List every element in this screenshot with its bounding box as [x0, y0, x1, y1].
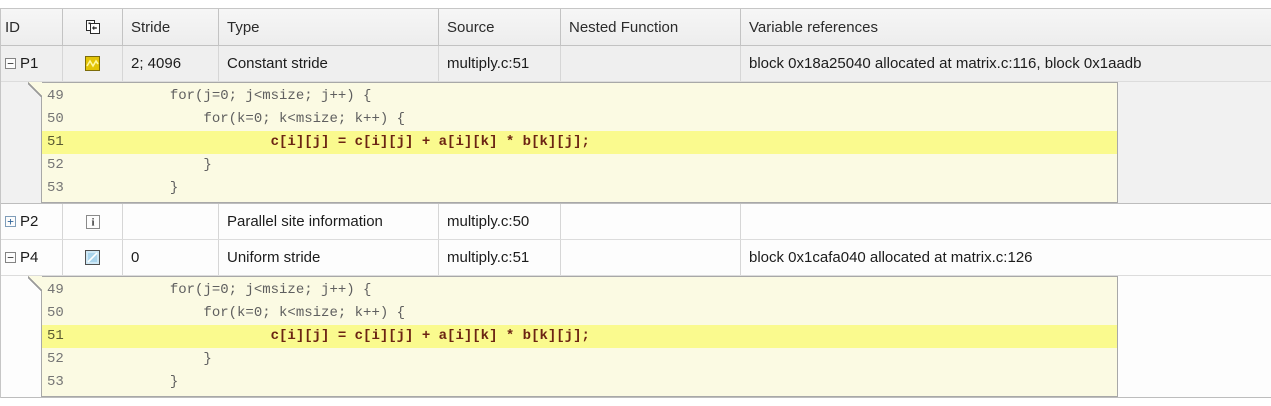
cell-source: multiply.c:50: [439, 204, 561, 239]
cell-varrefs-text: block 0x1cafa040 allocated at matrix.c:1…: [749, 249, 1033, 266]
cell-stride-text: 2; 4096: [131, 55, 182, 72]
line-number: 53: [47, 374, 64, 390]
source-code-panel: 49 for(j=0; j<msize; j++) {50 for(k=0; k…: [28, 276, 1118, 397]
cell-type-text: Uniform stride: [227, 249, 321, 266]
code-text: for(k=0; k<msize; k++) {: [69, 111, 406, 127]
cell-source-text: multiply.c:50: [447, 213, 530, 230]
cell-type-text: Parallel site information: [227, 213, 383, 230]
line-number: 51: [47, 134, 64, 150]
column-header-label-nested: Nested Function: [569, 18, 679, 36]
expand-icon[interactable]: +: [5, 216, 16, 227]
table-row-p4[interactable]: −P4 0 Uniform stride multiply.c:51 block 0x1…: [1, 240, 1271, 276]
column-header-nested[interactable]: Nested Function: [561, 9, 741, 45]
line-number: 51: [47, 328, 64, 344]
code-line: 53 }: [42, 177, 1117, 200]
cell-icon: [63, 46, 123, 81]
code-text: for(j=0; j<msize; j++) {: [69, 88, 372, 104]
code-text: }: [69, 374, 179, 390]
code-text: c[i][j] = c[i][j] + a[i][k] * b[k][j];: [69, 134, 590, 150]
column-header-stride[interactable]: Stride: [123, 9, 219, 45]
code-text: c[i][j] = c[i][j] + a[i][k] * b[k][j];: [69, 328, 590, 344]
line-number: 53: [47, 180, 64, 196]
cell-stride: 2; 4096: [123, 46, 219, 81]
svg-text:i: i: [91, 217, 94, 228]
collapse-icon[interactable]: −: [5, 58, 16, 69]
cell-nested: [561, 204, 741, 239]
code-line: 49 for(j=0; j<msize; j++) {: [42, 85, 1117, 108]
line-number: 52: [47, 351, 64, 367]
code-line: 50 for(k=0; k<msize; k++) {: [42, 302, 1117, 325]
highlighted-code-line: 51 c[i][j] = c[i][j] + a[i][k] * b[k][j]…: [42, 131, 1117, 154]
column-header-label-type: Type: [227, 18, 260, 36]
cell-source: multiply.c:51: [439, 240, 561, 275]
collapse-icon[interactable]: −: [5, 252, 16, 263]
cell-varrefs: block 0x1cafa040 allocated at matrix.c:1…: [741, 240, 1271, 275]
cell-type: Constant stride: [219, 46, 439, 81]
code-line: 49 for(j=0; j<msize; j++) {: [42, 279, 1117, 302]
uniform-stride-icon: [85, 250, 101, 266]
code-text: }: [69, 180, 179, 196]
row-id-label: P2: [20, 213, 39, 230]
code-line: 52 }: [42, 154, 1117, 177]
cell-nested: [561, 240, 741, 275]
column-header-type[interactable]: Type: [219, 9, 439, 45]
code-line: 50 for(k=0; k<msize; k++) {: [42, 108, 1117, 131]
constant-stride-icon: [85, 56, 101, 72]
stride-type-icon: [85, 19, 101, 35]
cell-id: −P4: [1, 240, 63, 275]
cell-icon: i: [63, 204, 123, 239]
callout-notch: [28, 276, 42, 291]
code-text: for(k=0; k<msize; k++) {: [69, 305, 406, 321]
info-icon: i: [85, 214, 101, 230]
memory-access-patterns-table: ID Stride Type Source Nested Function Variabl…: [0, 8, 1271, 398]
cell-source: multiply.c:51: [439, 46, 561, 81]
line-number: 50: [47, 305, 64, 321]
code-snippet-section-p1: 49 for(j=0; j<msize; j++) {50 for(k=0; k…: [1, 82, 1271, 204]
column-header-label-source: Source: [447, 18, 495, 36]
cell-type-text: Constant stride: [227, 55, 328, 72]
callout-notch: [28, 82, 42, 97]
table-header: ID Stride Type Source Nested Function Variabl…: [1, 9, 1271, 46]
cell-varrefs: block 0x18a25040 allocated at matrix.c:1…: [741, 46, 1271, 81]
column-header-label-stride: Stride: [131, 18, 171, 36]
cell-stride: [123, 204, 219, 239]
line-number: 49: [47, 88, 64, 104]
cell-stride-text: 0: [131, 249, 140, 266]
line-number: 50: [47, 111, 64, 127]
cell-id: −P1: [1, 46, 63, 81]
code-snippet-section-p4: 49 for(j=0; j<msize; j++) {50 for(k=0; k…: [1, 276, 1271, 398]
code-line: 53 }: [42, 371, 1117, 394]
highlighted-code-line: 51 c[i][j] = c[i][j] + a[i][k] * b[k][j]…: [42, 325, 1117, 348]
column-header-label-id: ID: [5, 18, 20, 36]
source-code-panel: 49 for(j=0; j<msize; j++) {50 for(k=0; k…: [28, 82, 1118, 203]
column-header-id[interactable]: ID: [1, 9, 63, 45]
code-line: 52 }: [42, 348, 1117, 371]
table-row-p2[interactable]: + P2 i Parallel site information multiply.c:…: [1, 204, 1271, 240]
cell-stride: 0: [123, 240, 219, 275]
cell-icon: [63, 240, 123, 275]
row-id-label: P1: [20, 55, 39, 72]
cell-source-text: multiply.c:51: [447, 55, 530, 72]
row-id-label: P4: [20, 249, 39, 266]
cell-type: Uniform stride: [219, 240, 439, 275]
line-number: 52: [47, 157, 64, 173]
cell-source-text: multiply.c:51: [447, 249, 530, 266]
column-header-source[interactable]: Source: [439, 9, 561, 45]
code-text: }: [69, 157, 212, 173]
line-number: 49: [47, 282, 64, 298]
code-text: }: [69, 351, 212, 367]
cell-id: + P2: [1, 204, 63, 239]
column-header-varrefs[interactable]: Variable references: [741, 9, 1271, 45]
cell-nested: [561, 46, 741, 81]
cell-varrefs: [741, 204, 1271, 239]
cell-type: Parallel site information: [219, 204, 439, 239]
code-text: for(j=0; j<msize; j++) {: [69, 282, 372, 298]
column-header-icon[interactable]: [63, 9, 123, 45]
table-row-p1[interactable]: −P1 2; 4096 Constant stride multiply.c:51 bl…: [1, 46, 1271, 82]
cell-varrefs-text: block 0x18a25040 allocated at matrix.c:1…: [749, 55, 1142, 72]
column-header-label-varrefs: Variable references: [749, 18, 878, 36]
